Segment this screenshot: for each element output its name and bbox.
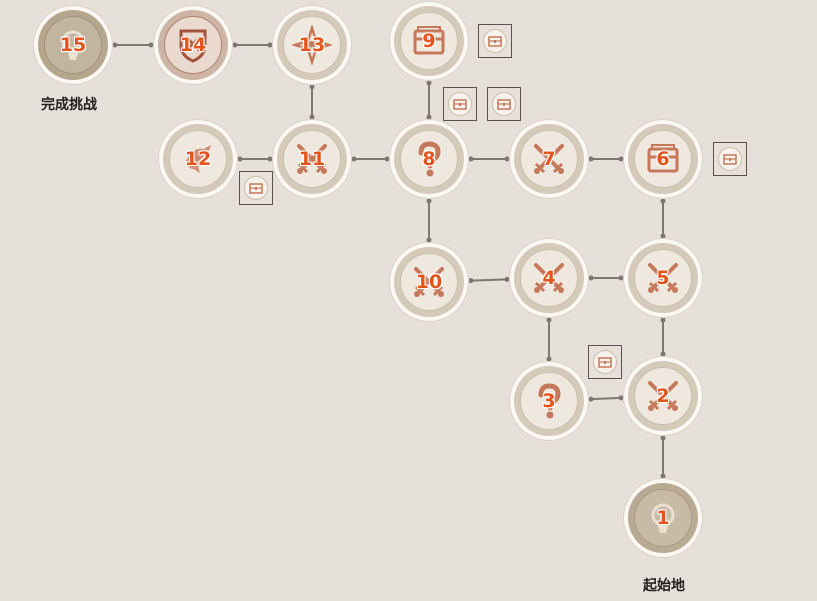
stage-node-11[interactable]: 11	[272, 119, 352, 199]
small-chest-icon	[598, 357, 612, 368]
chest-near-6[interactable]	[713, 142, 747, 176]
treasure-chest-icon	[413, 26, 445, 55]
chest-above-8-right[interactable]	[487, 87, 521, 121]
crossed-swords-icon	[534, 263, 564, 293]
stage-number: 1	[656, 507, 670, 529]
small-chest-icon	[723, 154, 737, 165]
treasure-chest-icon	[647, 144, 679, 173]
connector-4-10	[468, 276, 510, 284]
crossed-swords-icon	[414, 267, 444, 297]
chest-near-11[interactable]	[239, 171, 273, 205]
stage-number: 4	[542, 267, 556, 289]
stage-number: 8	[422, 148, 436, 170]
compass-star-icon	[292, 25, 332, 65]
stage-number: 13	[298, 34, 326, 56]
small-chest-icon	[497, 99, 511, 110]
stage-number: 12	[184, 148, 212, 170]
connector-3-4	[546, 317, 552, 362]
stage-node-3[interactable]: 3	[509, 361, 589, 441]
stage-number: 15	[59, 34, 87, 56]
connector-11-12	[237, 156, 273, 162]
stage-number: 5	[656, 267, 670, 289]
connector-4-5	[588, 275, 624, 281]
connector-14-15	[112, 42, 154, 48]
connector-11-13	[309, 84, 315, 120]
connector-5-6	[660, 198, 666, 239]
elite-shield-icon	[179, 29, 207, 63]
start-label: 起始地	[643, 578, 685, 594]
question-mark-icon	[538, 383, 561, 419]
chest-near-2[interactable]	[588, 345, 622, 379]
stage-number: 7	[542, 148, 556, 170]
start-marker-icon	[651, 503, 675, 533]
connector-2-3	[588, 395, 624, 402]
connector-8-11	[351, 156, 390, 162]
crossed-swords-icon	[648, 381, 678, 411]
stage-number: 3	[542, 390, 556, 412]
stage-node-13[interactable]: 13	[272, 5, 352, 85]
question-mark-icon	[418, 141, 441, 177]
chest-near-9[interactable]	[478, 24, 512, 58]
stage-node-8[interactable]: 8	[389, 119, 469, 199]
stage-node-6[interactable]: 6	[623, 119, 703, 199]
stage-node-7[interactable]: 7	[509, 119, 589, 199]
stage-number: 14	[179, 34, 207, 56]
finish-marker-icon	[61, 30, 85, 60]
connector-2-5	[660, 317, 666, 357]
stage-node-4[interactable]: 4	[509, 238, 589, 318]
connector-13-14	[232, 42, 273, 48]
stage-node-9[interactable]: 9	[389, 1, 469, 81]
crossed-swords-icon	[534, 144, 564, 174]
connector-7-8	[468, 156, 510, 162]
finish-label: 完成挑战	[41, 97, 97, 113]
connector-1-2	[660, 435, 666, 479]
stage-node-2[interactable]: 2	[623, 356, 703, 436]
stage-number: 10	[415, 271, 443, 293]
stage-number: 9	[422, 30, 436, 52]
connector-8-10	[426, 198, 432, 243]
connector-8-9	[426, 80, 432, 120]
stage-number: 11	[298, 148, 326, 170]
stage-node-5[interactable]: 5	[623, 238, 703, 318]
stage-node-1[interactable]: 1	[623, 478, 703, 558]
crossed-swords-icon	[297, 144, 327, 174]
bird-icon	[186, 145, 211, 173]
stage-node-14[interactable]: 14	[153, 5, 233, 85]
connector-6-7	[588, 156, 624, 162]
stage-number: 6	[656, 148, 670, 170]
chest-above-8-left[interactable]	[443, 87, 477, 121]
crossed-swords-icon	[648, 263, 678, 293]
small-chest-icon	[488, 36, 502, 47]
stage-node-15[interactable]: 15	[33, 5, 113, 85]
stage-node-12[interactable]: 12	[158, 119, 238, 199]
small-chest-icon	[249, 183, 263, 194]
small-chest-icon	[453, 99, 467, 110]
stage-number: 2	[656, 385, 670, 407]
stage-node-10[interactable]: 10	[389, 242, 469, 322]
